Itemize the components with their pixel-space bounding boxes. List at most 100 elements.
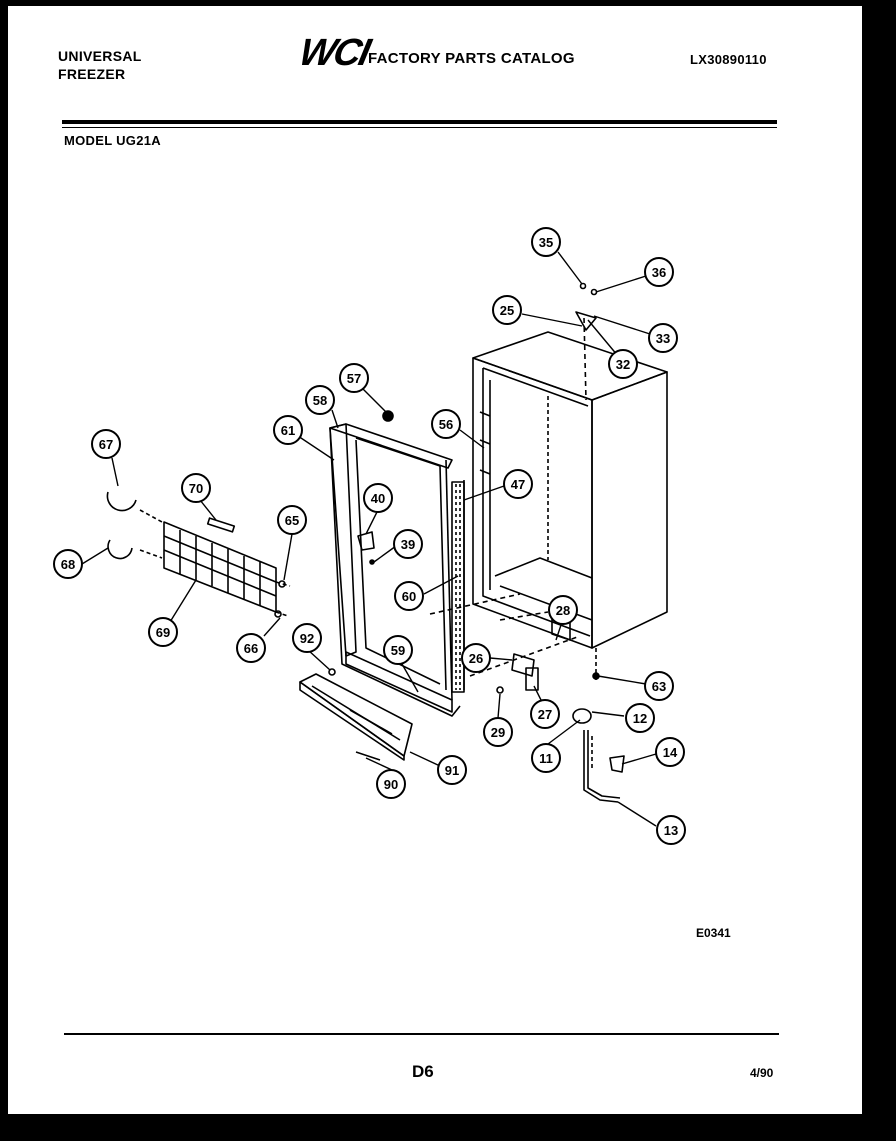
callout-59: 59 <box>383 635 413 665</box>
brand-line1: UNIVERSAL <box>58 48 142 64</box>
catalog-title: FACTORY PARTS CATALOG <box>368 50 575 67</box>
drain-tube <box>583 730 619 803</box>
callout-label: 70 <box>189 481 203 496</box>
callout-91: 91 <box>437 755 467 785</box>
callout-circle <box>656 815 686 845</box>
callout-90: 90 <box>376 769 406 799</box>
callout-35: 35 <box>531 227 561 257</box>
callout-circle <box>531 743 561 773</box>
callout-92: 92 <box>292 623 322 653</box>
drain-funnel <box>572 708 592 724</box>
callout-circle <box>236 633 266 663</box>
header-rule <box>62 120 777 124</box>
top-hinge <box>575 311 597 331</box>
callout-circle <box>437 755 467 785</box>
callout-circle <box>53 549 83 579</box>
callout-circle <box>376 769 406 799</box>
callout-label: 90 <box>384 777 398 792</box>
callout-69: 69 <box>148 617 178 647</box>
callout-label: 65 <box>285 513 299 528</box>
diagram-code: E0341 <box>696 926 731 940</box>
callout-label: 57 <box>347 371 361 386</box>
callout-label: 56 <box>439 417 453 432</box>
callout-label: 13 <box>664 823 678 838</box>
callout-label: 25 <box>500 303 514 318</box>
callout-circle <box>483 717 513 747</box>
callout-label: 40 <box>371 491 385 506</box>
callout-label: 27 <box>538 707 552 722</box>
callout-label: 12 <box>633 711 647 726</box>
callout-33: 33 <box>648 323 678 353</box>
callout-circle <box>273 415 303 445</box>
callout-circle <box>277 505 307 535</box>
callout-25: 25 <box>492 295 522 325</box>
callout-label: 47 <box>511 477 525 492</box>
callout-label: 60 <box>402 589 416 604</box>
callout-label: 26 <box>469 651 483 666</box>
footer-rule <box>64 1033 779 1035</box>
callout-circle <box>181 473 211 503</box>
callout-label: 59 <box>391 643 405 658</box>
callout-14: 14 <box>655 737 685 767</box>
callout-27: 27 <box>530 699 560 729</box>
kick-plate <box>299 673 413 761</box>
brand-line2: FREEZER <box>58 66 126 82</box>
model-label: MODEL UG21A <box>64 133 161 148</box>
callout-circle <box>393 529 423 559</box>
callout-12: 12 <box>625 703 655 733</box>
callout-circle <box>394 581 424 611</box>
callout-circle <box>91 429 121 459</box>
callout-11: 11 <box>531 743 561 773</box>
callout-label: 66 <box>244 641 258 656</box>
callout-circle <box>305 385 335 415</box>
freezer-cabinet <box>472 331 668 649</box>
callout-circle <box>492 295 522 325</box>
callout-circle <box>148 617 178 647</box>
callout-circle <box>339 363 369 393</box>
callout-circle <box>292 623 322 653</box>
callout-label: 92 <box>300 631 314 646</box>
callout-40: 40 <box>363 483 393 513</box>
catalog-number: LX30890110 <box>690 52 767 67</box>
callout-13: 13 <box>656 815 686 845</box>
callout-label: 91 <box>445 763 459 778</box>
callout-63: 63 <box>644 671 674 701</box>
callout-36: 36 <box>644 257 674 287</box>
callout-label: 35 <box>539 235 553 250</box>
drain-clip <box>609 755 625 773</box>
callout-57: 57 <box>339 363 369 393</box>
callout-32: 32 <box>608 349 638 379</box>
header-rule-thin <box>62 127 777 128</box>
callout-circle <box>608 349 638 379</box>
callout-circle <box>655 737 685 767</box>
callout-label: 39 <box>401 537 415 552</box>
callout-label: 32 <box>616 357 630 372</box>
callout-circle <box>644 671 674 701</box>
callout-65: 65 <box>277 505 307 535</box>
bottom-hinge <box>511 653 535 677</box>
grille <box>163 521 277 613</box>
callout-label: 63 <box>652 679 666 694</box>
callout-68: 68 <box>53 549 83 579</box>
callout-circle <box>644 257 674 287</box>
door-assembly <box>329 423 461 717</box>
callout-label: 69 <box>156 625 170 640</box>
callout-67: 67 <box>91 429 121 459</box>
callout-label: 29 <box>491 725 505 740</box>
callout-label: 11 <box>539 751 553 766</box>
callout-label: 68 <box>61 557 75 572</box>
callout-61: 61 <box>273 415 303 445</box>
callout-29: 29 <box>483 717 513 747</box>
callout-28: 28 <box>548 595 578 625</box>
callout-label: 33 <box>656 331 670 346</box>
callout-circle <box>530 699 560 729</box>
callout-circle <box>383 635 413 665</box>
callout-label: 36 <box>652 265 666 280</box>
callout-66: 66 <box>236 633 266 663</box>
callout-label: 58 <box>313 393 327 408</box>
callout-26: 26 <box>461 643 491 673</box>
door-stop <box>357 531 375 551</box>
callout-circle <box>531 227 561 257</box>
